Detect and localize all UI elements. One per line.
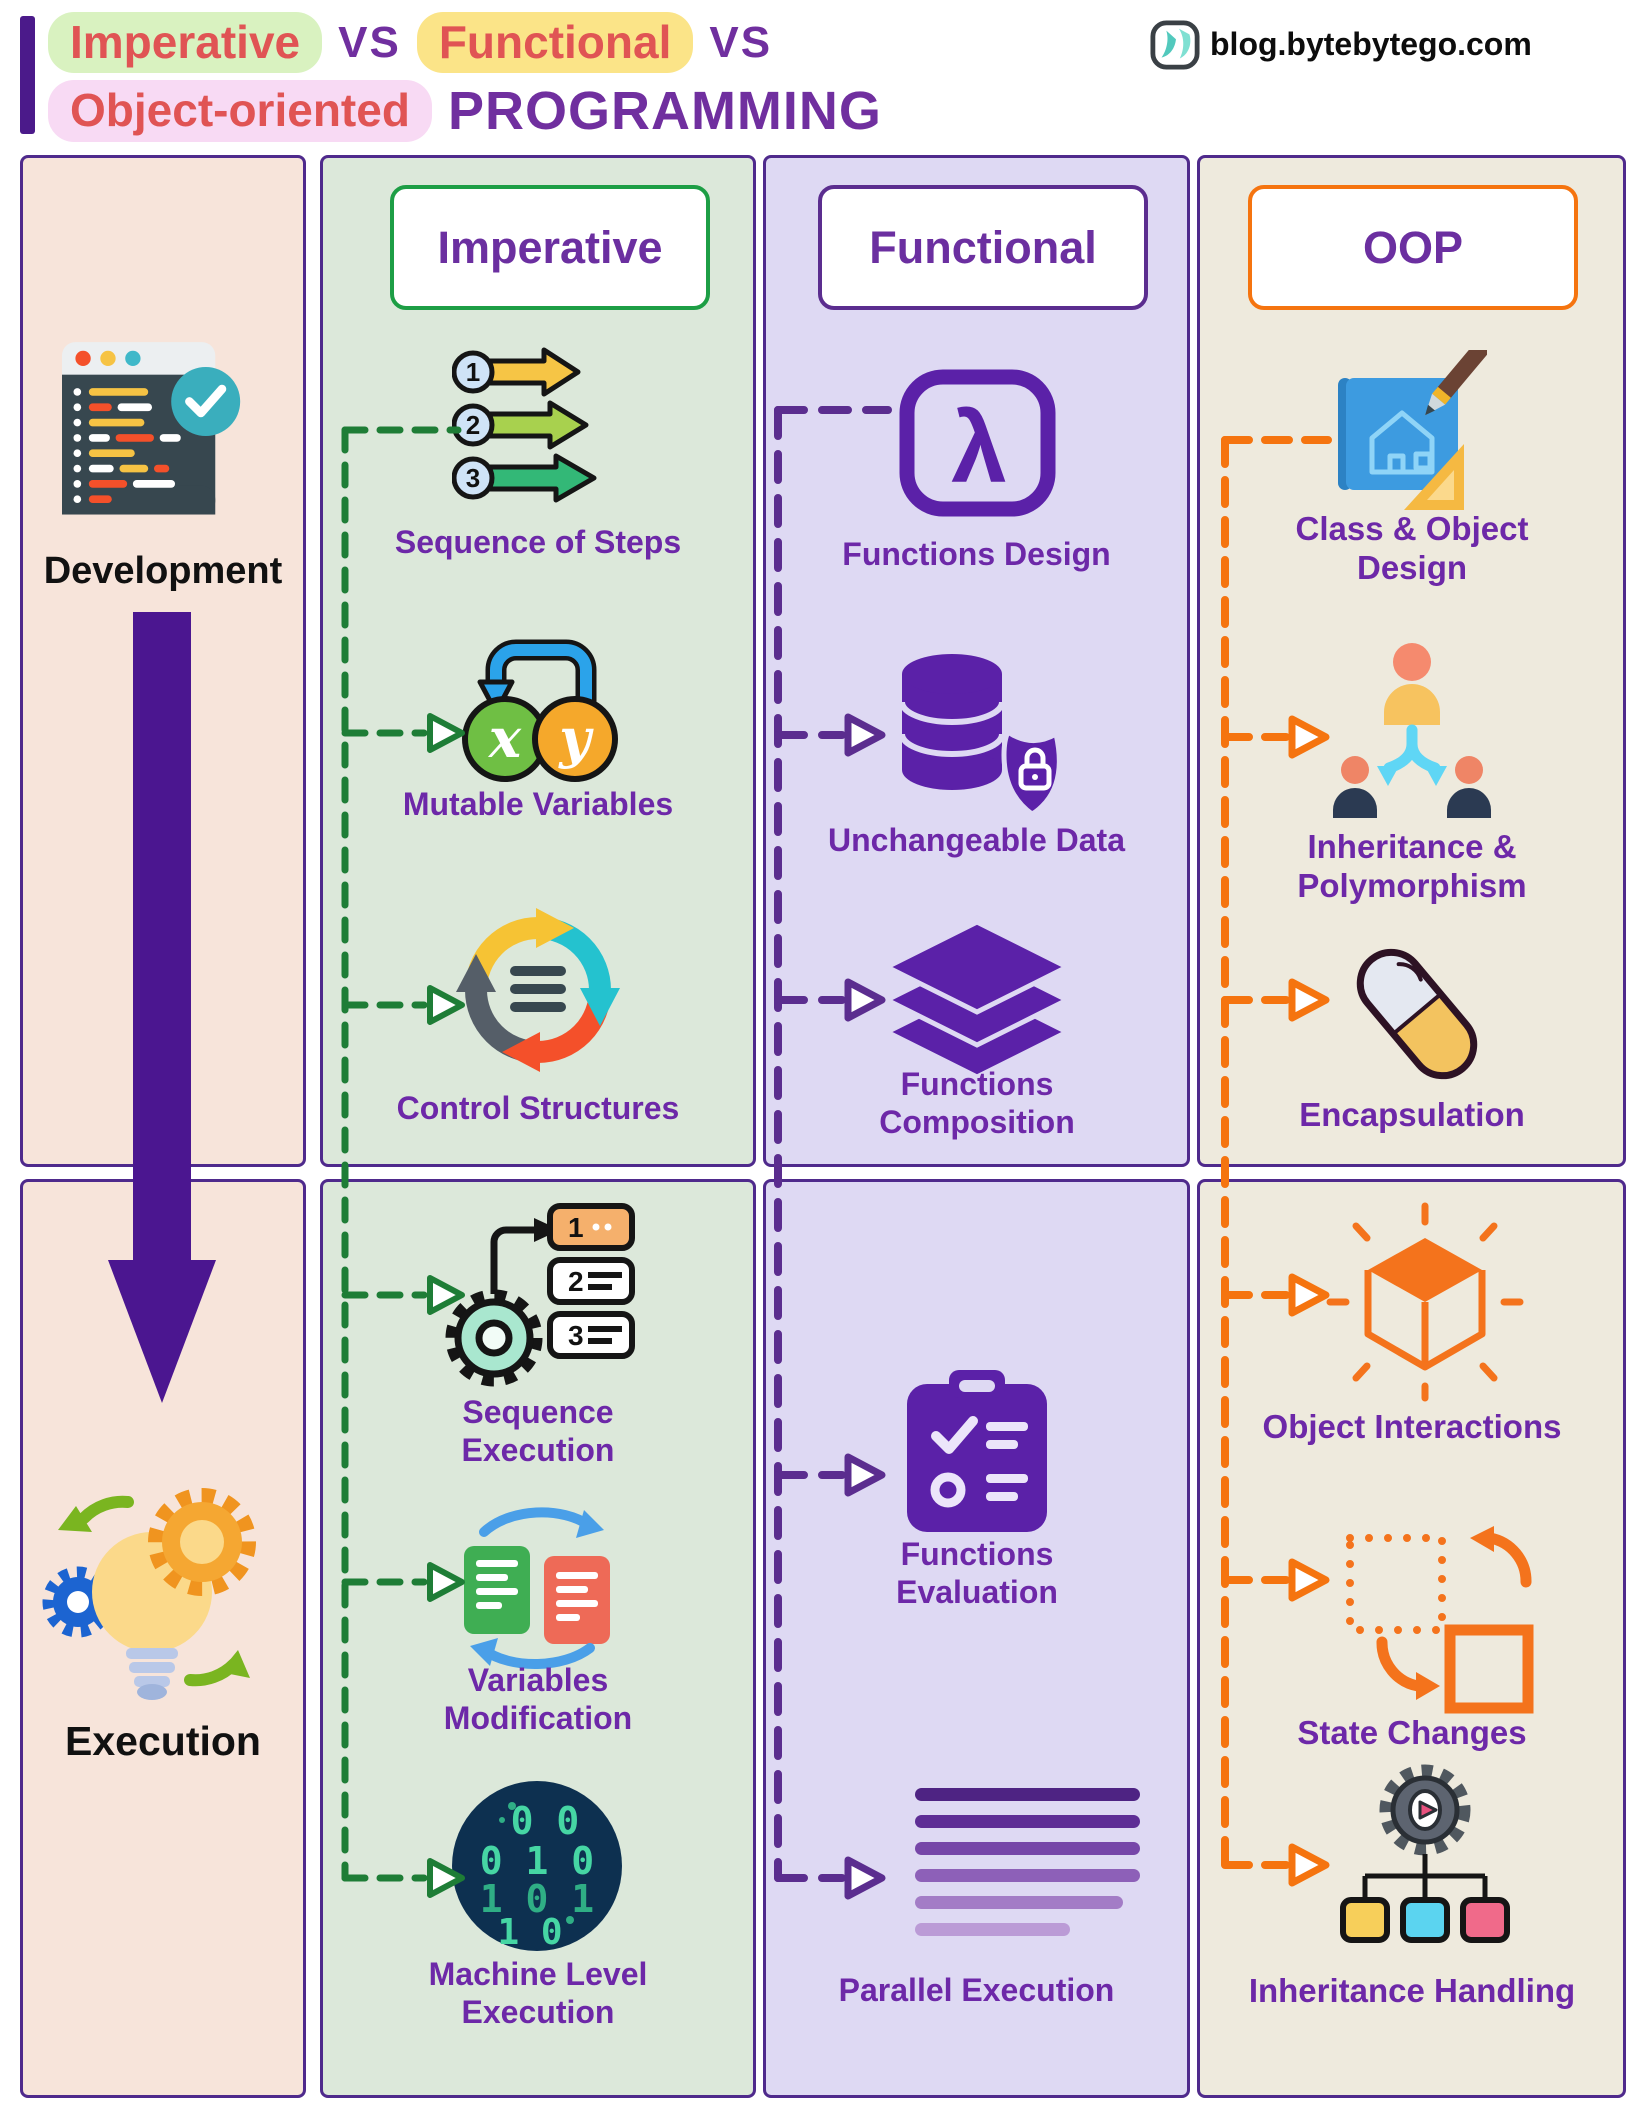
label-variables-modification: Variables Modification — [443, 1662, 633, 1736]
label-sequence-of-steps: Sequence of Steps — [394, 524, 682, 560]
exec-number-3: 3 — [568, 1320, 584, 1351]
label-functions-evaluation: Functions Evaluation — [896, 1536, 1058, 1610]
code-editor-icon — [62, 338, 244, 533]
capsule-icon — [1337, 936, 1497, 1091]
cube-icon — [1320, 1200, 1530, 1405]
label-encapsulation: Encapsulation — [1299, 1096, 1525, 1133]
title-line-1: Imperative VS Functional VS — [48, 12, 773, 74]
label-control-structures: Control Structures — [396, 1090, 680, 1126]
column-header-imperative: Imperative — [390, 185, 710, 310]
numbered-steps-icon: 1 2 3 — [451, 346, 627, 506]
lambda-glyph: λ — [951, 392, 1007, 504]
parallel-lines-icon — [915, 1788, 1140, 1938]
label-functions-composition: Functions Composition — [879, 1066, 1075, 1140]
binary-row-4: 1 0 — [497, 1912, 562, 1953]
title-imperative: Imperative — [48, 12, 323, 74]
variable-x-glyph: x — [488, 706, 522, 770]
title-line-2: Object-oriented PROGRAMMING — [48, 80, 882, 142]
label-class-object-design: Class & Object Design — [1295, 510, 1529, 586]
title-vs-1: VS — [338, 17, 401, 67]
title-functional: Functional — [416, 12, 694, 74]
step-number-2: 2 — [466, 410, 480, 440]
gear-checklist-icon: 1 2 3 — [438, 1198, 638, 1398]
site-url: blog.bytebytego.com — [1210, 26, 1532, 62]
binary-row-3: 1 0 1 — [480, 1877, 594, 1921]
title-vs-2: VS — [709, 17, 773, 67]
execution-label: Execution — [65, 1718, 261, 1764]
development-label: Development — [43, 550, 283, 592]
binary-circle-icon: 0 0 0 1 0 1 0 1 1 0 — [450, 1778, 625, 1953]
layers-icon — [881, 919, 1073, 1080]
label-functions-design: Functions Design — [842, 536, 1111, 572]
label-inheritance-polymorphism: Inheritance & Polymorphism — [1297, 828, 1527, 904]
column-header-functional: Functional — [818, 185, 1148, 310]
panel-oop-bottom — [1197, 1179, 1626, 2098]
exec-number-1: 1 — [568, 1212, 584, 1243]
label-inheritance-handling: Inheritance Handling — [1248, 1972, 1576, 2009]
label-unchangeable-data: Unchangeable Data — [828, 822, 1125, 858]
bytebytego-logo-icon — [1150, 20, 1200, 70]
panel-imperative-top — [320, 155, 756, 1167]
label-state-changes: State Changes — [1297, 1714, 1527, 1751]
binary-row-1: 0 0 — [511, 1799, 580, 1843]
title-programming: PROGRAMMING — [447, 81, 882, 141]
gear-bulb-icon — [42, 1480, 267, 1715]
label-mutable-variables: Mutable Variables — [402, 786, 674, 822]
label-sequence-execution: Sequence Execution — [461, 1394, 615, 1468]
exec-number-2: 2 — [568, 1266, 584, 1297]
label-machine-level-execution: Machine Level Execution — [428, 1956, 648, 2030]
step-number-1: 1 — [466, 357, 480, 387]
gear-tree-icon — [1325, 1758, 1525, 1958]
column-header-oop: OOP — [1248, 185, 1578, 310]
mutable-xy-icon: x y — [458, 622, 623, 787]
step-number-3: 3 — [466, 463, 480, 493]
database-shield-icon — [890, 648, 1090, 817]
clipboard-check-icon — [902, 1370, 1052, 1532]
state-squares-icon — [1330, 1524, 1540, 1714]
variable-y-glyph: y — [558, 706, 594, 770]
title-object-oriented: Object-oriented — [48, 80, 432, 142]
label-object-interactions: Object Interactions — [1262, 1408, 1562, 1445]
title-accent-bar — [20, 16, 35, 134]
down-arrow-icon — [102, 612, 222, 1405]
binary-row-2: 0 1 0 — [480, 1839, 594, 1883]
blueprint-icon — [1332, 340, 1490, 515]
people-hierarchy-icon — [1315, 636, 1510, 831]
documents-swap-icon — [450, 1498, 625, 1673]
panel-functional-bottom — [763, 1179, 1190, 2098]
label-parallel-execution: Parallel Execution — [838, 1972, 1115, 2008]
lambda-icon: λ — [895, 368, 1060, 518]
cycle-arrows-icon — [448, 900, 628, 1080]
